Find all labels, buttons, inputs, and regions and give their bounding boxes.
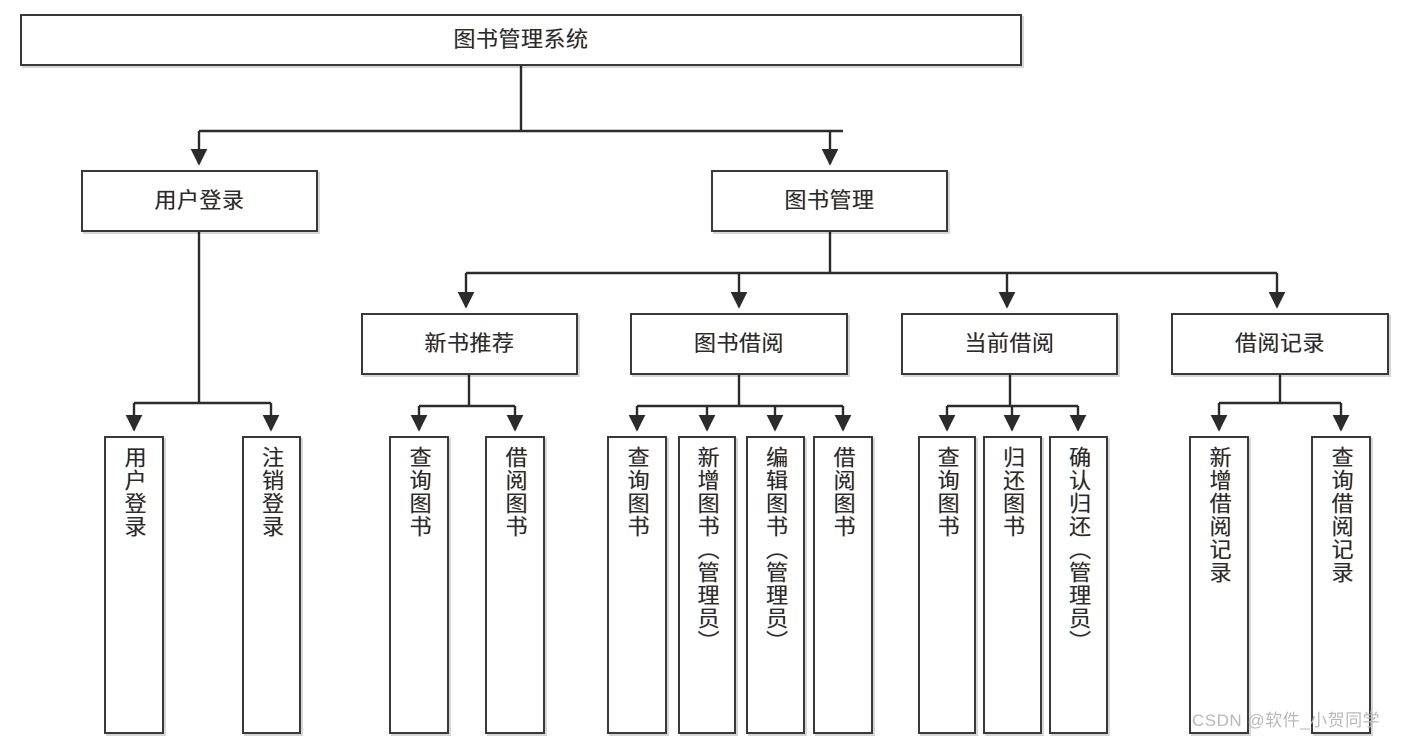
csdn-watermark: CSDN @软件_小贺同学 — [1192, 711, 1381, 730]
node-leaf-query-book-2[interactable]: 查询图书 — [607, 436, 667, 734]
node-leaf-borrow-book-1[interactable]: 借阅图书 — [485, 436, 545, 734]
node-leaf-return-book[interactable]: 归还图书 — [983, 436, 1042, 734]
node-leaf-borrow-book-2[interactable]: 借阅图书 — [813, 436, 873, 734]
node-leaf-borrow-book-1-label: 借阅图书 — [502, 446, 528, 538]
node-book-borrow[interactable]: 图书借阅 — [630, 313, 848, 375]
node-leaf-add-record-label: 新增借阅记录 — [1206, 446, 1232, 584]
node-leaf-confirm-return[interactable]: 确认归还（管理员） — [1049, 436, 1108, 734]
node-root-label: 图书管理系统 — [453, 27, 589, 53]
node-leaf-user-login[interactable]: 用户登录 — [104, 436, 164, 734]
node-leaf-query-book-1-label: 查询图书 — [406, 446, 432, 538]
node-book-management[interactable]: 图书管理 — [711, 170, 948, 232]
node-leaf-confirm-return-label: 确认归还（管理员） — [1066, 446, 1092, 653]
node-book-management-label: 图书管理 — [784, 188, 875, 214]
node-leaf-query-record-label: 查询借阅记录 — [1328, 446, 1354, 584]
node-user-login[interactable]: 用户登录 — [81, 170, 318, 232]
node-borrow-record[interactable]: 借阅记录 — [1171, 313, 1389, 375]
node-current-borrow-label: 当前借阅 — [964, 331, 1055, 357]
node-book-borrow-label: 图书借阅 — [693, 331, 784, 357]
node-leaf-return-book-label: 归还图书 — [1000, 446, 1026, 538]
node-leaf-add-book-label: 新增图书（管理员） — [694, 446, 720, 653]
node-new-book-recommend-label: 新书推荐 — [424, 331, 515, 357]
node-leaf-query-book-3[interactable]: 查询图书 — [918, 436, 976, 734]
node-user-login-label: 用户登录 — [154, 188, 245, 214]
node-leaf-query-book-2-label: 查询图书 — [624, 446, 650, 538]
node-leaf-borrow-book-2-label: 借阅图书 — [830, 446, 856, 538]
node-leaf-edit-book-label: 编辑图书（管理员） — [763, 446, 789, 653]
node-leaf-logout[interactable]: 注销登录 — [242, 436, 301, 734]
node-root[interactable]: 图书管理系统 — [20, 14, 1022, 66]
node-new-book-recommend[interactable]: 新书推荐 — [361, 313, 578, 375]
node-leaf-add-book[interactable]: 新增图书（管理员） — [678, 436, 736, 734]
node-leaf-query-book-3-label: 查询图书 — [934, 446, 960, 538]
node-leaf-query-book-1[interactable]: 查询图书 — [389, 436, 449, 734]
node-leaf-query-record[interactable]: 查询借阅记录 — [1311, 436, 1371, 734]
node-leaf-edit-book[interactable]: 编辑图书（管理员） — [746, 436, 805, 734]
node-leaf-logout-label: 注销登录 — [259, 446, 285, 538]
node-leaf-add-record[interactable]: 新增借阅记录 — [1189, 436, 1249, 734]
node-borrow-record-label: 借阅记录 — [1234, 331, 1325, 357]
node-leaf-user-login-label: 用户登录 — [121, 446, 147, 538]
node-current-borrow[interactable]: 当前借阅 — [901, 313, 1118, 375]
